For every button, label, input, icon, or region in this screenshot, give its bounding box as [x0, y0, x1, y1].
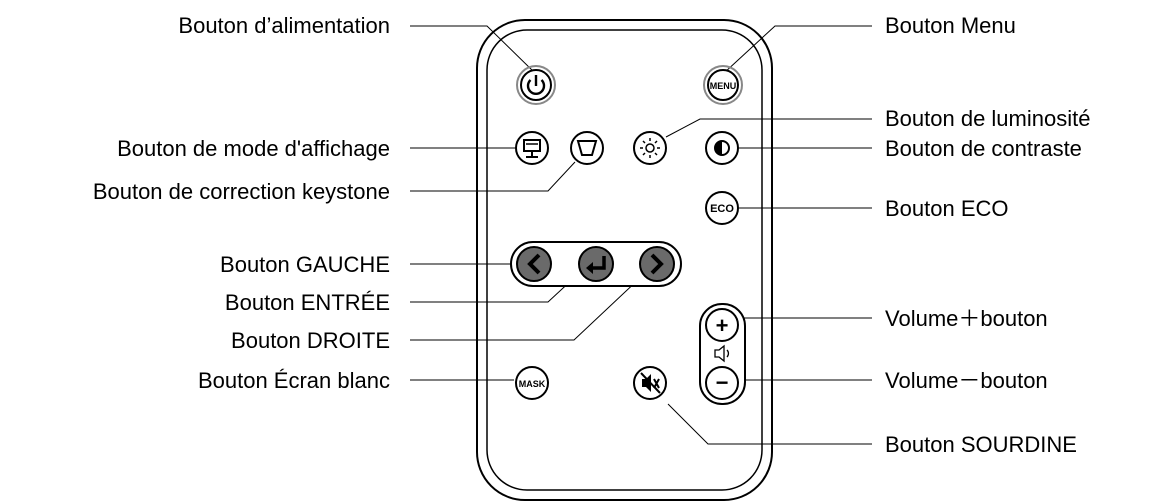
mask-button-label: MASK	[519, 379, 546, 389]
chevron-right-icon	[650, 253, 664, 275]
mask-button[interactable]: MASK	[515, 366, 549, 400]
brightness-button[interactable]	[633, 131, 667, 165]
right-button[interactable]	[639, 246, 675, 282]
display-mode-label: Bouton de mode d'affichage	[117, 136, 390, 161]
eco-button[interactable]: ECO	[705, 191, 739, 225]
contrast-label: Bouton de contraste	[885, 136, 1082, 161]
enter-button[interactable]	[578, 246, 614, 282]
mute-icon	[640, 372, 661, 394]
volume-up-button[interactable]: +	[705, 308, 739, 342]
brightness-label: Bouton de luminosité	[885, 106, 1090, 131]
volume-up-label: Volume＋bouton	[885, 306, 1048, 331]
minus-label: −	[716, 370, 729, 395]
right-label: Bouton DROITE	[231, 328, 390, 353]
keystone-label: Bouton de correction keystone	[93, 179, 390, 204]
leader-lines	[410, 25, 872, 445]
chevron-left-icon	[527, 253, 541, 275]
contrast-button[interactable]	[705, 131, 739, 165]
speaker-icon	[714, 344, 730, 363]
left-label: Bouton GAUCHE	[220, 252, 390, 277]
menu-button[interactable]: MENU	[703, 65, 743, 105]
enter-arrow-icon	[586, 256, 606, 274]
half-circle-icon	[714, 140, 730, 156]
blank-label: Bouton Écran blanc	[198, 368, 390, 393]
mute-label: Bouton SOURDINE	[885, 432, 1077, 457]
eco-label: Bouton ECO	[885, 196, 1009, 221]
eco-button-label: ECO	[710, 203, 734, 215]
keystone-button[interactable]	[570, 131, 604, 165]
power-button[interactable]	[516, 65, 556, 105]
sun-icon	[640, 138, 660, 158]
enter-label: Bouton ENTRÉE	[225, 290, 390, 315]
menu-label: Bouton Menu	[885, 13, 1016, 38]
power-icon	[526, 75, 546, 95]
monitor-icon	[523, 139, 541, 158]
left-button[interactable]	[516, 246, 552, 282]
volume-down-label: Volume－bouton	[885, 368, 1048, 393]
power-label: Bouton d’alimentation	[178, 13, 390, 38]
display-mode-button[interactable]	[515, 131, 549, 165]
mute-button[interactable]	[633, 366, 667, 400]
volume-down-button[interactable]: −	[705, 366, 739, 400]
trapezoid-icon	[576, 140, 598, 156]
plus-label: +	[716, 313, 729, 338]
menu-button-label: MENU	[710, 81, 737, 91]
